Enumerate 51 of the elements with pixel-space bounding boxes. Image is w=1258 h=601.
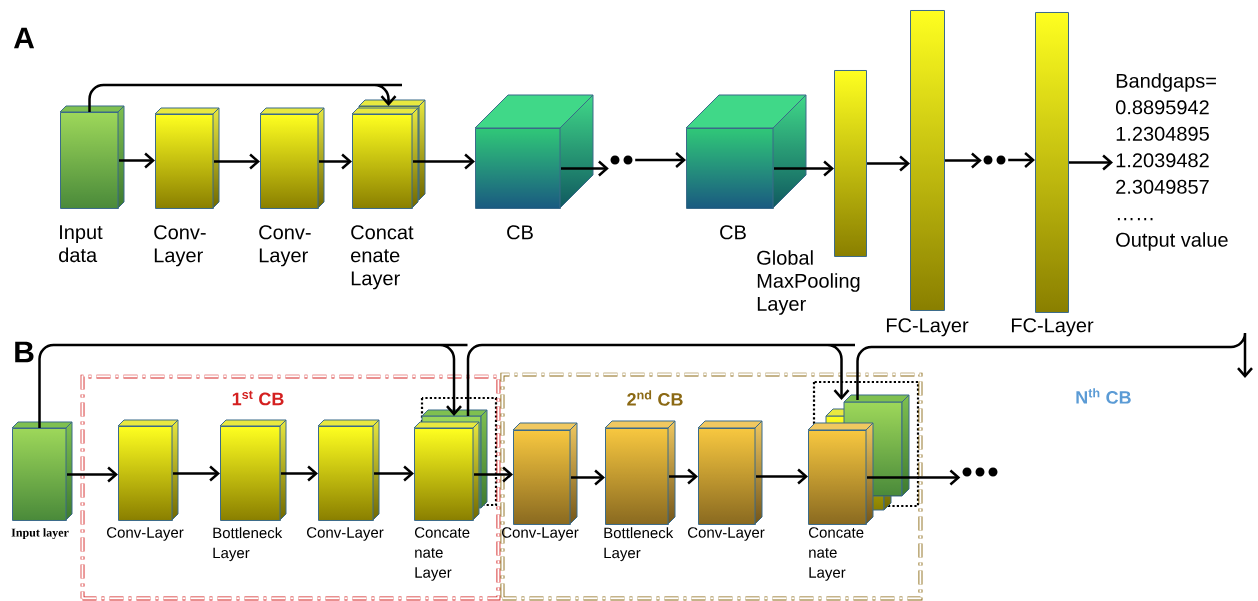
ellipsis-dots	[610, 155, 633, 165]
layer-label: Bottleneck Layer	[213, 527, 283, 562]
arrow	[774, 160, 834, 177]
layer-label: FC-Layer	[887, 318, 969, 337]
arrow	[867, 155, 910, 172]
block-title: 1$^{st}$ CB	[232, 390, 284, 406]
layer-label: Conv- Layer	[259, 225, 311, 267]
panel-letter: A	[13, 27, 35, 49]
arrow	[319, 153, 352, 170]
layer-label: Global MaxPooling Layer	[757, 250, 860, 315]
arrow	[214, 153, 260, 170]
layer-label: Conv- Layer	[154, 225, 206, 267]
arrow	[945, 152, 982, 169]
layer-label: Conv-Layer	[107, 527, 184, 541]
arrow	[867, 469, 961, 486]
arrow	[635, 152, 686, 168]
ellipsis-dots	[983, 155, 1006, 165]
layer-label: Input layer	[11, 528, 69, 540]
panel-letter: B	[15, 341, 34, 363]
output-text: Bandgaps= 0.8895942 1.2304895 1.2039482 2.3049857 …… Output value	[1116, 73, 1228, 251]
layer-label: Concate nate Layer	[809, 527, 864, 581]
arrow	[281, 465, 318, 482]
arrow	[756, 468, 808, 485]
arrow	[466, 343, 857, 416]
ellipsis-dots	[962, 467, 998, 477]
arrow	[561, 160, 609, 177]
layer-label: Concat enate Layer	[351, 225, 414, 290]
arrow	[571, 469, 605, 486]
arrow	[474, 466, 513, 483]
arrow	[1008, 152, 1035, 168]
arrow	[88, 83, 404, 112]
arrow	[38, 343, 469, 428]
layer-label: FC-Layer	[1012, 318, 1094, 337]
layer-label: CB	[507, 225, 533, 240]
block-title: 2$^{nd}$ CB	[627, 390, 683, 406]
layer-label: CB	[720, 225, 746, 240]
arrow	[119, 152, 155, 169]
arrow	[856, 331, 1253, 400]
layer-label: Conv-Layer	[307, 527, 384, 541]
arrow	[374, 465, 414, 482]
arrow	[1069, 154, 1113, 171]
arrow	[173, 465, 220, 482]
layer-label: Input data	[59, 225, 103, 263]
block-title: N$^{th}$ CB	[1076, 388, 1131, 404]
arrow	[413, 153, 475, 170]
layer-label: Conv-Layer	[502, 527, 579, 541]
layer-label: Concate nate Layer	[415, 527, 470, 581]
arrow	[67, 466, 118, 483]
arrow	[669, 468, 698, 485]
layer-label: Bottleneck Layer	[604, 527, 674, 562]
layer-label: Conv-Layer	[688, 527, 765, 541]
